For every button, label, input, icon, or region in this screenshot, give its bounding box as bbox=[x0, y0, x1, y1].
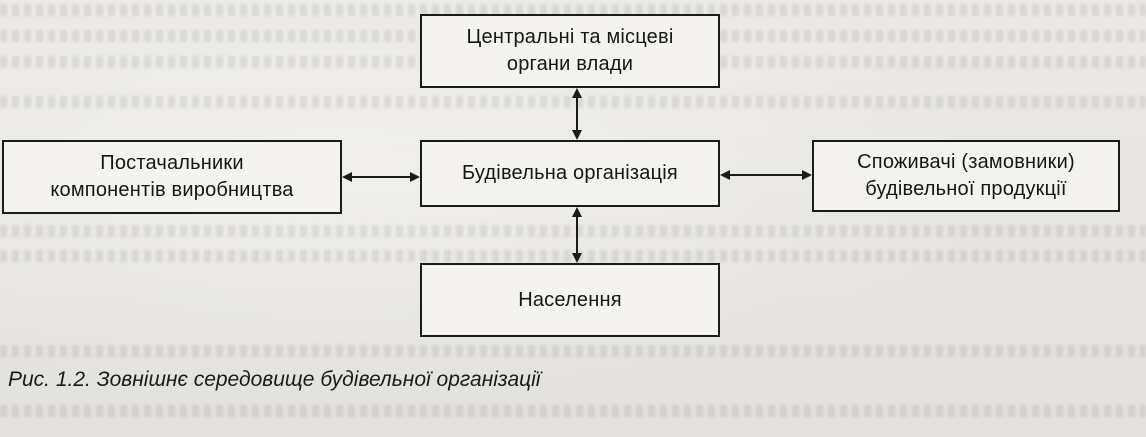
node-label-line: Споживачі (замовники) bbox=[857, 151, 1075, 173]
node-label-line: Населення bbox=[518, 288, 622, 311]
bleed-through-text bbox=[0, 405, 1146, 417]
node-population: Населення bbox=[420, 263, 720, 337]
node-central-and-local-authorities: Центральні та місцеві органи влади bbox=[420, 14, 720, 88]
node-label-line: Постачальники bbox=[100, 152, 244, 174]
node-label-line: компонентів виробництва bbox=[50, 179, 294, 201]
node-label-line: органи влади bbox=[506, 53, 634, 75]
figure-caption: Рис. 1.2. Зовнішнє середовище будівельно… bbox=[8, 368, 541, 391]
node-label-line: Будівельна організація bbox=[462, 162, 678, 184]
bleed-through-text bbox=[0, 345, 1146, 357]
node-construction-organization: Будівельна організація bbox=[420, 140, 720, 207]
bleed-through-text bbox=[0, 4, 1146, 16]
node-consumers: Споживачі (замовники) будівельної продук… bbox=[812, 140, 1120, 212]
node-suppliers: Постачальники компонентів виробництва bbox=[2, 140, 342, 214]
node-label-line: Центральні та місцеві bbox=[466, 26, 674, 48]
node-label-line: будівельної продукції bbox=[865, 178, 1067, 200]
